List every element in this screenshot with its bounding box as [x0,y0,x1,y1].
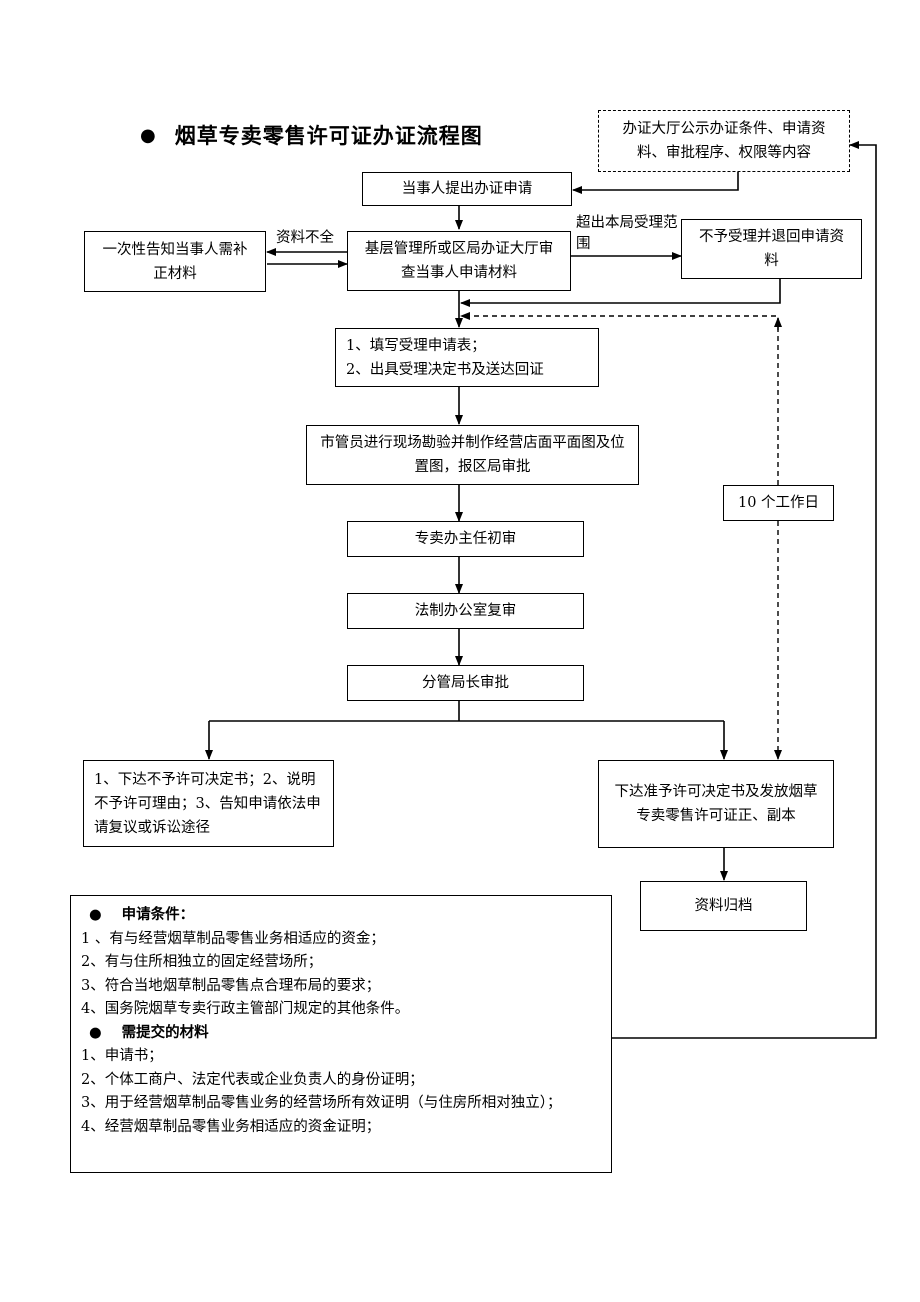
fill-form-box: 1、填写受理申请表； 2、出具受理决定书及送达回证 [335,328,599,387]
fill-form-step-1: 1、填写受理申请表； [346,337,486,354]
arrow-reject-back [460,279,781,307]
public-notice-box: 办证大厅公示办证条件、申请资料、审批程序、权限等内容 [598,110,850,172]
page-title: ● 烟草专卖零售许可证办证流程图 [140,124,483,148]
beyond-scope-label: 超出本局受理范围 [576,215,678,252]
review-box: 基层管理所或区局办证大厅审查当事人申请材料 [347,231,571,291]
condition-item: 2、有与住所相独立的固定经营场所； [81,954,323,970]
bullet-icon: ● [89,1024,102,1041]
material-item: 3、用于经营烟草制品零售业务的经营场所有效证明（与住房所相对独立）； [81,1095,562,1111]
supplement-box: 一次性告知当事人需补正材料 [84,231,266,292]
reject-box: 不予受理并退回申请资料 [681,219,862,279]
deny-box: 1、下达不予许可决定书；2、说明不予许可理由；3、告知申请依法申请复议或诉讼途径 [83,760,334,847]
inspection-box: 市管员进行现场勘验并制作经营店面平面图及位置图，报区局审批 [306,425,639,485]
requirements-panel: ●申请条件： 1 、有与经营烟草制品零售业务相适应的资金； 2、有与住所相独立的… [70,895,612,1173]
condition-item: 3、符合当地烟草制品零售点合理布局的要求； [81,977,381,994]
fill-form-step-2: 2、出具受理决定书及送达回证 [346,361,544,378]
archive-box: 资料归档 [640,881,807,931]
arrow-notice-apply [572,172,739,194]
incomplete-label: 资料不全 [276,230,334,246]
approval-box: 分管局长审批 [347,665,584,701]
arrow-info-notice [612,141,877,1039]
conditions-heading: ●申请条件： [89,907,195,923]
workdays-box: 10 个工作日 [723,485,834,521]
materials-heading: ●需提交的材料 [89,1024,209,1041]
condition-item: 4、国务院烟草专卖行政主管部门规定的其他条件。 [81,1001,410,1017]
grant-box: 下达准予许可决定书及发放烟草专卖零售许可证正、副本 [598,760,834,848]
apply-box: 当事人提出办证申请 [362,172,572,206]
dashed-workday-top [460,312,779,485]
material-item: 1、申请书； [81,1048,163,1064]
initial-review-box: 专卖办主任初审 [347,521,584,557]
material-item: 4、经营烟草制品零售业务相适应的资金证明； [81,1118,381,1135]
bullet-icon: ● [140,124,157,146]
legal-review-box: 法制办公室复审 [347,593,584,629]
material-item: 2、个体工商户、法定代表或企业负责人的身份证明； [81,1071,424,1088]
bullet-icon: ● [89,907,102,923]
condition-item: 1 、有与经营烟草制品零售业务相适应的资金； [81,930,385,947]
